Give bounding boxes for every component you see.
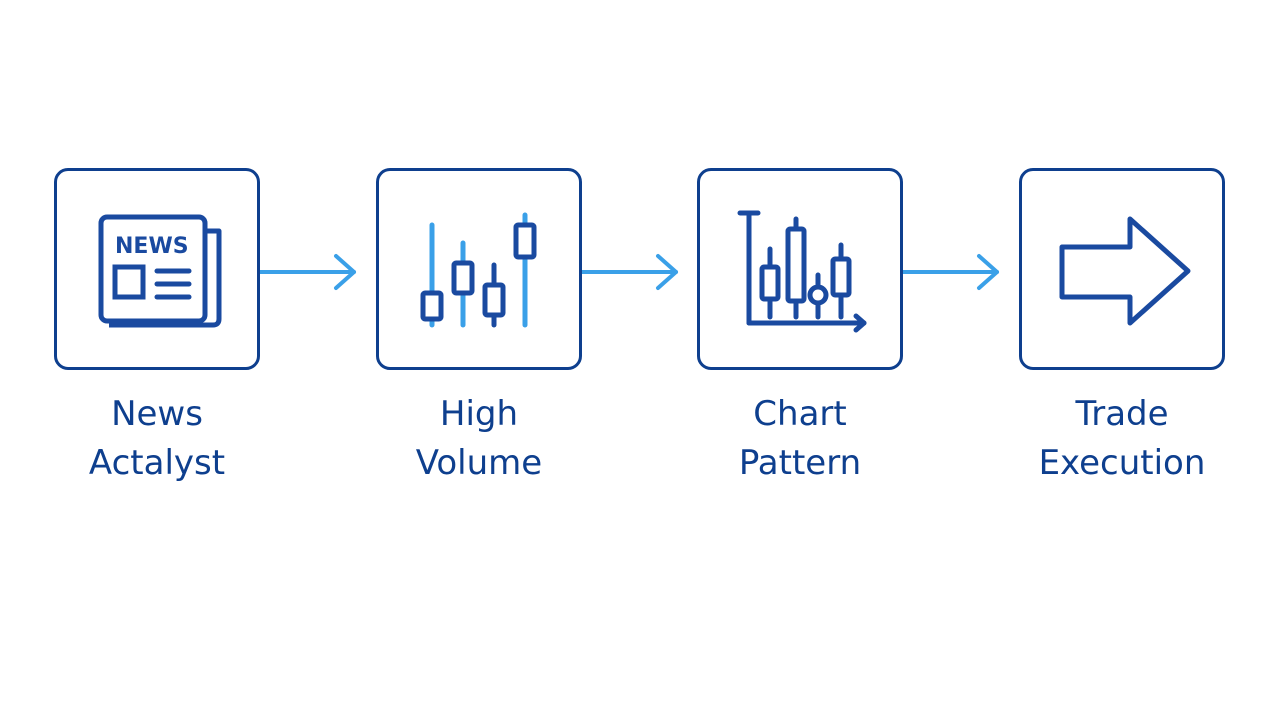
news-icon-text: NEWS <box>115 234 189 259</box>
right-arrow-icon <box>1059 216 1191 326</box>
candlestick-icon <box>420 212 537 328</box>
step-label-line1: Trade <box>1075 394 1169 434</box>
step-label-trade-execution: Trade Execution <box>992 390 1252 488</box>
step-box-chart-pattern <box>697 168 903 370</box>
step-label-line2: Execution <box>1038 443 1206 483</box>
connector-arrow-1 <box>260 254 356 290</box>
step-box-high-volume <box>376 168 582 370</box>
step-box-trade-execution <box>1019 168 1225 370</box>
step-label-line1: High <box>439 394 519 434</box>
connector-arrow-3 <box>903 254 999 290</box>
step-label-line2: Pattern <box>738 443 862 483</box>
step-label-line1: News <box>111 394 203 434</box>
newspaper-icon: NEWS <box>98 214 222 328</box>
step-box-news: NEWS <box>54 168 260 370</box>
connector-arrow-2 <box>582 254 678 290</box>
step-label-chart-pattern: Chart Pattern <box>670 390 930 488</box>
step-label-line2: Actalyst <box>88 443 226 483</box>
chart-pattern-icon <box>737 210 867 333</box>
step-label-line1: Chart <box>753 394 847 434</box>
step-label-line2: Volume <box>415 443 543 483</box>
step-label-news: News Actalyst <box>27 390 287 488</box>
step-label-high-volume: High Volume <box>349 390 609 488</box>
